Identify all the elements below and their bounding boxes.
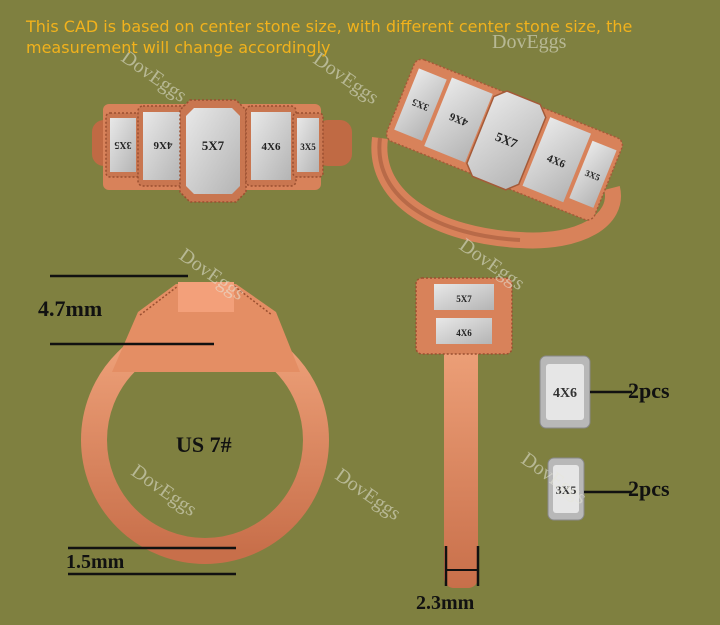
height-dimension: 4.7mm [38, 296, 102, 321]
stone-label-3x5: 3X5 [300, 142, 316, 152]
legend-qty-4x6: 2pcs [628, 378, 670, 403]
persp-stone-4x6-left [424, 77, 493, 163]
legend-label-3x5: 3X5 [556, 483, 577, 497]
ring-size-label: US 7# [176, 432, 232, 457]
stone-label-4x6: 4X6 [262, 141, 281, 153]
width-dimension: 2.3mm [416, 592, 475, 614]
band-dimension: 1.5mm [66, 551, 125, 573]
persp-stone-3x5-right [569, 140, 617, 208]
stone-label-4x6-mirror: 4X6 [153, 139, 172, 151]
watermark-7: DovEggs [331, 464, 405, 525]
stone-label-3x5-mirror: 3X5 [114, 139, 131, 150]
stone-4x6-left [143, 112, 183, 180]
persp-stone-5x7 [466, 90, 547, 191]
persp-stone-3x5-left [394, 68, 447, 141]
side-view: 5X7 4X6 2.3mm [415, 277, 513, 614]
side-stone-label-top: 5X7 [456, 294, 472, 304]
perspective-view: 3X5 4X6 5X7 4X6 3X5 [371, 58, 624, 249]
stone-label-5x7: 5X7 [202, 138, 225, 153]
ring-head [112, 284, 300, 372]
persp-stone-4x6-right [522, 117, 592, 203]
stone-4x6-right [251, 112, 291, 180]
top-view: 3X5 4X6 5X7 4X6 3X5 [92, 99, 352, 203]
legend-label-4x6: 4X6 [553, 386, 577, 401]
stone-legend: 4X6 2pcs 3X5 2pcs [539, 355, 670, 521]
cad-note: This CAD is based on center stone size, … [26, 16, 666, 58]
side-shank [444, 326, 478, 588]
cad-note-line-2: measurement will change accordingly [26, 38, 331, 57]
stone-5x7-center [186, 108, 240, 194]
cad-note-line-1: This CAD is based on center stone size, … [26, 17, 633, 36]
legend-qty-3x5: 2pcs [628, 476, 670, 501]
watermark-3: DovEggs [492, 31, 567, 53]
side-stone-label-bottom: 4X6 [456, 328, 472, 338]
front-view: 4.7mm US 7# 1.5mm [38, 274, 329, 576]
stone-3x5-left [110, 118, 136, 172]
stone-3x5-right [297, 118, 319, 172]
band-right-shank [316, 120, 352, 166]
